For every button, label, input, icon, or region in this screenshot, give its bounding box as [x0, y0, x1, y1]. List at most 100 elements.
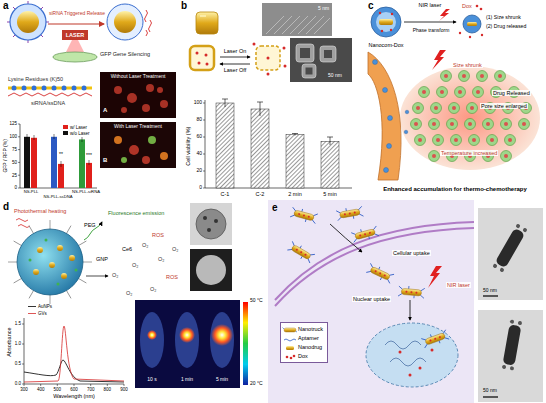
axis-title: GFP / RFP (%): [3, 139, 9, 172]
panel-letter: d: [3, 201, 9, 213]
annotation-label: 50 nm: [328, 73, 342, 79]
panel-letter: b: [181, 0, 187, 12]
annotation-label: O₂: [112, 272, 118, 278]
annotation-label: O₂: [132, 262, 138, 268]
annotation-label: B: [103, 157, 107, 164]
panel-d-illustration: [8, 203, 248, 388]
annotation-label: C-2: [256, 191, 265, 197]
annotation-label: NS-PLL-ssDNA: [43, 195, 72, 200]
annotation-label: GNP: [96, 256, 108, 262]
annotation-label: With Laser Treatment: [114, 124, 162, 130]
annotation-label: 2 min: [288, 191, 301, 197]
annotation-label: 800: [104, 387, 112, 392]
annotation-label: Nuclear uptake: [352, 296, 391, 302]
annotation-label: Without Laser Treatment: [111, 74, 166, 80]
annotation-label: 50 nm: [483, 288, 497, 294]
legend-swatch: [63, 131, 68, 135]
annotation-label: Size shrunk: [452, 62, 483, 68]
tick-label: 75: [12, 147, 17, 152]
legend-label: w/ Laser: [70, 125, 87, 130]
annotation-label: PEG: [84, 222, 96, 228]
annotation-label: Laser Off: [224, 67, 247, 73]
axis-title: Absorbance: [6, 327, 12, 356]
annotation-label: Cellular uptake: [392, 250, 431, 256]
panel-b-illustration: [190, 3, 352, 188]
annotation-label: 300: [20, 387, 28, 392]
annotation-label: 900: [120, 387, 128, 392]
annotation-label: Nanocom-Dox: [368, 42, 403, 48]
annotation-label: 400: [37, 387, 45, 392]
annotation-label: NIR laser: [419, 2, 442, 8]
annotation-label: Laser On: [224, 48, 247, 54]
panel-letter: a: [3, 0, 9, 12]
legend-label: AuNPs: [38, 304, 52, 309]
annotation-label: Wavelength (nm): [53, 393, 95, 399]
annotation-label: Fluorescence emission: [108, 210, 164, 216]
annotation-label: O₂: [142, 242, 148, 248]
annotation-label: 5 nm: [318, 6, 329, 12]
annotation-label: 700: [87, 387, 95, 392]
tick-label: LASER: [66, 32, 85, 38]
annotation-label: **: [59, 152, 63, 158]
box-text: Nanodrug: [298, 344, 322, 350]
tick-label: 25: [12, 173, 17, 178]
annotation-label: O₂: [150, 286, 156, 292]
annotation-label: Pore size enlarged: [480, 103, 528, 109]
annotation-label: siRNA/ssDNA: [31, 100, 65, 106]
annotation-label: C-1: [221, 191, 230, 197]
annotation-label: 600: [70, 387, 78, 392]
annotation-label: Temperature increased: [440, 150, 498, 156]
tick-label: 100: [9, 134, 17, 139]
annotation-label: O₂: [158, 256, 164, 262]
annotation-label: NIR laser: [446, 282, 471, 288]
panel-c-illustration: [368, 5, 540, 180]
annotation-label: ROS: [152, 232, 164, 238]
tick-label: 125: [9, 121, 17, 126]
annotation-label: (1) Size shrunk: [486, 15, 521, 21]
annotation-label: Phase transform: [413, 28, 450, 34]
annotation-label: 50 °C: [250, 298, 263, 304]
tick-label: 80: [196, 117, 202, 123]
annotation-label: 500: [54, 387, 62, 392]
panel-letter: c: [368, 0, 374, 12]
tick-label: 1.5: [15, 321, 21, 326]
annotation-label: O₂: [172, 246, 178, 252]
annotation-label: GFP Gene Silencing: [100, 51, 150, 57]
inset-legend-box: NanotruckAptamerNanodrugDox: [280, 322, 328, 363]
annotation-label: 50 nm: [483, 388, 497, 394]
annotation-label: Enhanced accumulation for thermo-chemoth…: [383, 186, 527, 193]
annotation-label: 5 min: [323, 191, 336, 197]
annotation-label: siRNA Triggered Release: [49, 11, 105, 17]
annotation-label: ROS: [166, 274, 178, 280]
panel-letter: e: [272, 202, 278, 214]
tick-label: 60: [196, 134, 202, 140]
tick-label: 100: [194, 100, 202, 106]
annotation-label: Photothermal heating: [14, 208, 66, 214]
box-text: Nanotruck: [298, 326, 323, 332]
box-text: Aptamer: [298, 335, 319, 341]
tick-label: 0: [14, 185, 17, 190]
annotation-label: 10 s: [147, 377, 156, 383]
tick-label: 20: [196, 168, 202, 174]
annotation-label: 20 °C: [250, 381, 263, 387]
annotation-label: Ce6: [122, 246, 132, 252]
annotation-label: 1 min: [181, 377, 193, 383]
annotation-label: O₂: [126, 290, 132, 296]
tick-label: 0.0: [15, 381, 21, 386]
annotation-label: 5 min: [216, 377, 228, 383]
annotation-label: Lysine Residues (K)50: [8, 76, 63, 82]
box-text: Dox: [298, 353, 308, 359]
tick-label: 0.5: [15, 361, 21, 366]
legend-icons: [282, 323, 297, 364]
tick-label: 0: [199, 185, 202, 191]
axis-title: Cell viability (%): [186, 126, 192, 165]
legend-swatch: [63, 125, 68, 129]
annotation-label: A: [103, 107, 107, 114]
tick-label: 40: [196, 151, 202, 157]
annotation-label: ***: [86, 153, 92, 159]
annotation-label: Dox: [462, 3, 472, 9]
panel-a-illustration: [7, 1, 176, 188]
annotation-label: NS-PLL: [24, 190, 39, 195]
tick-label: 1.0: [15, 341, 21, 346]
